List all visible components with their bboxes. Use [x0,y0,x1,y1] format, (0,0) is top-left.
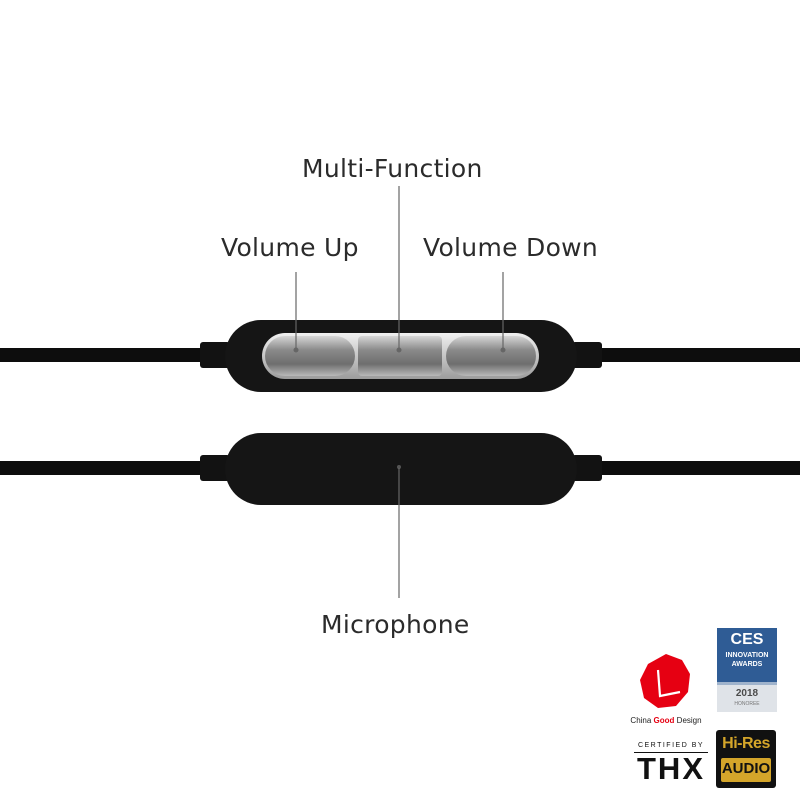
microphone-module [0,433,800,505]
hi-res-text: Hi-Res [722,735,770,752]
badge-text-highlight: Good [653,716,675,725]
china-good-design-logo-icon [640,654,690,708]
label-volume-up: Volume Up [221,233,359,262]
strain-relief-right [572,455,602,481]
label-volume-down: Volume Down [423,233,599,262]
thx-certified-text: CERTIFIED BY [637,742,705,749]
badge-text: China [630,716,654,725]
multi-function-button [358,336,442,376]
cable-left [0,348,205,362]
callout-lines [295,186,504,598]
ces-tag: HONOREE [734,701,760,707]
mic-hole [397,465,401,469]
label-microphone: Microphone [321,610,470,639]
china-good-design-badge: China Good Design [618,652,714,730]
audio-block [721,758,771,782]
ces-line3: AWARDS [731,661,763,668]
callout-dot [500,347,506,353]
strain-relief-right [572,342,602,368]
volume-up-button [265,336,355,376]
cable-right [600,461,800,475]
hi-res-audio-badge: Hi-Res AUDIO [716,730,776,788]
ces-title: CES [730,631,764,648]
thx-logo: THX [637,751,705,786]
strain-relief-left [200,455,230,481]
china-good-design-text: China Good Design [618,716,714,725]
ces-line2: INNOVATION [725,652,769,659]
mic-body [225,433,577,505]
badge-text: Design [674,716,702,725]
ces-badge-icon [717,628,777,712]
callout-dot [293,347,299,353]
cable-left [0,461,205,475]
thx-divider [634,752,708,753]
strain-relief-left [200,342,230,368]
ces-innovation-awards-badge: CES INNOVATION AWARDS 2018 HONOREE [717,628,777,712]
callout-dot [396,347,402,353]
callout-dots [293,347,506,353]
label-multi-function: Multi-Function [302,154,483,183]
cable-right [600,348,800,362]
remote-control [0,320,800,392]
thx-certified-badge: CERTIFIED BY THX [632,742,710,786]
audio-text: AUDIO [721,760,771,777]
volume-down-button [446,336,536,376]
ces-year: 2018 [735,688,759,699]
